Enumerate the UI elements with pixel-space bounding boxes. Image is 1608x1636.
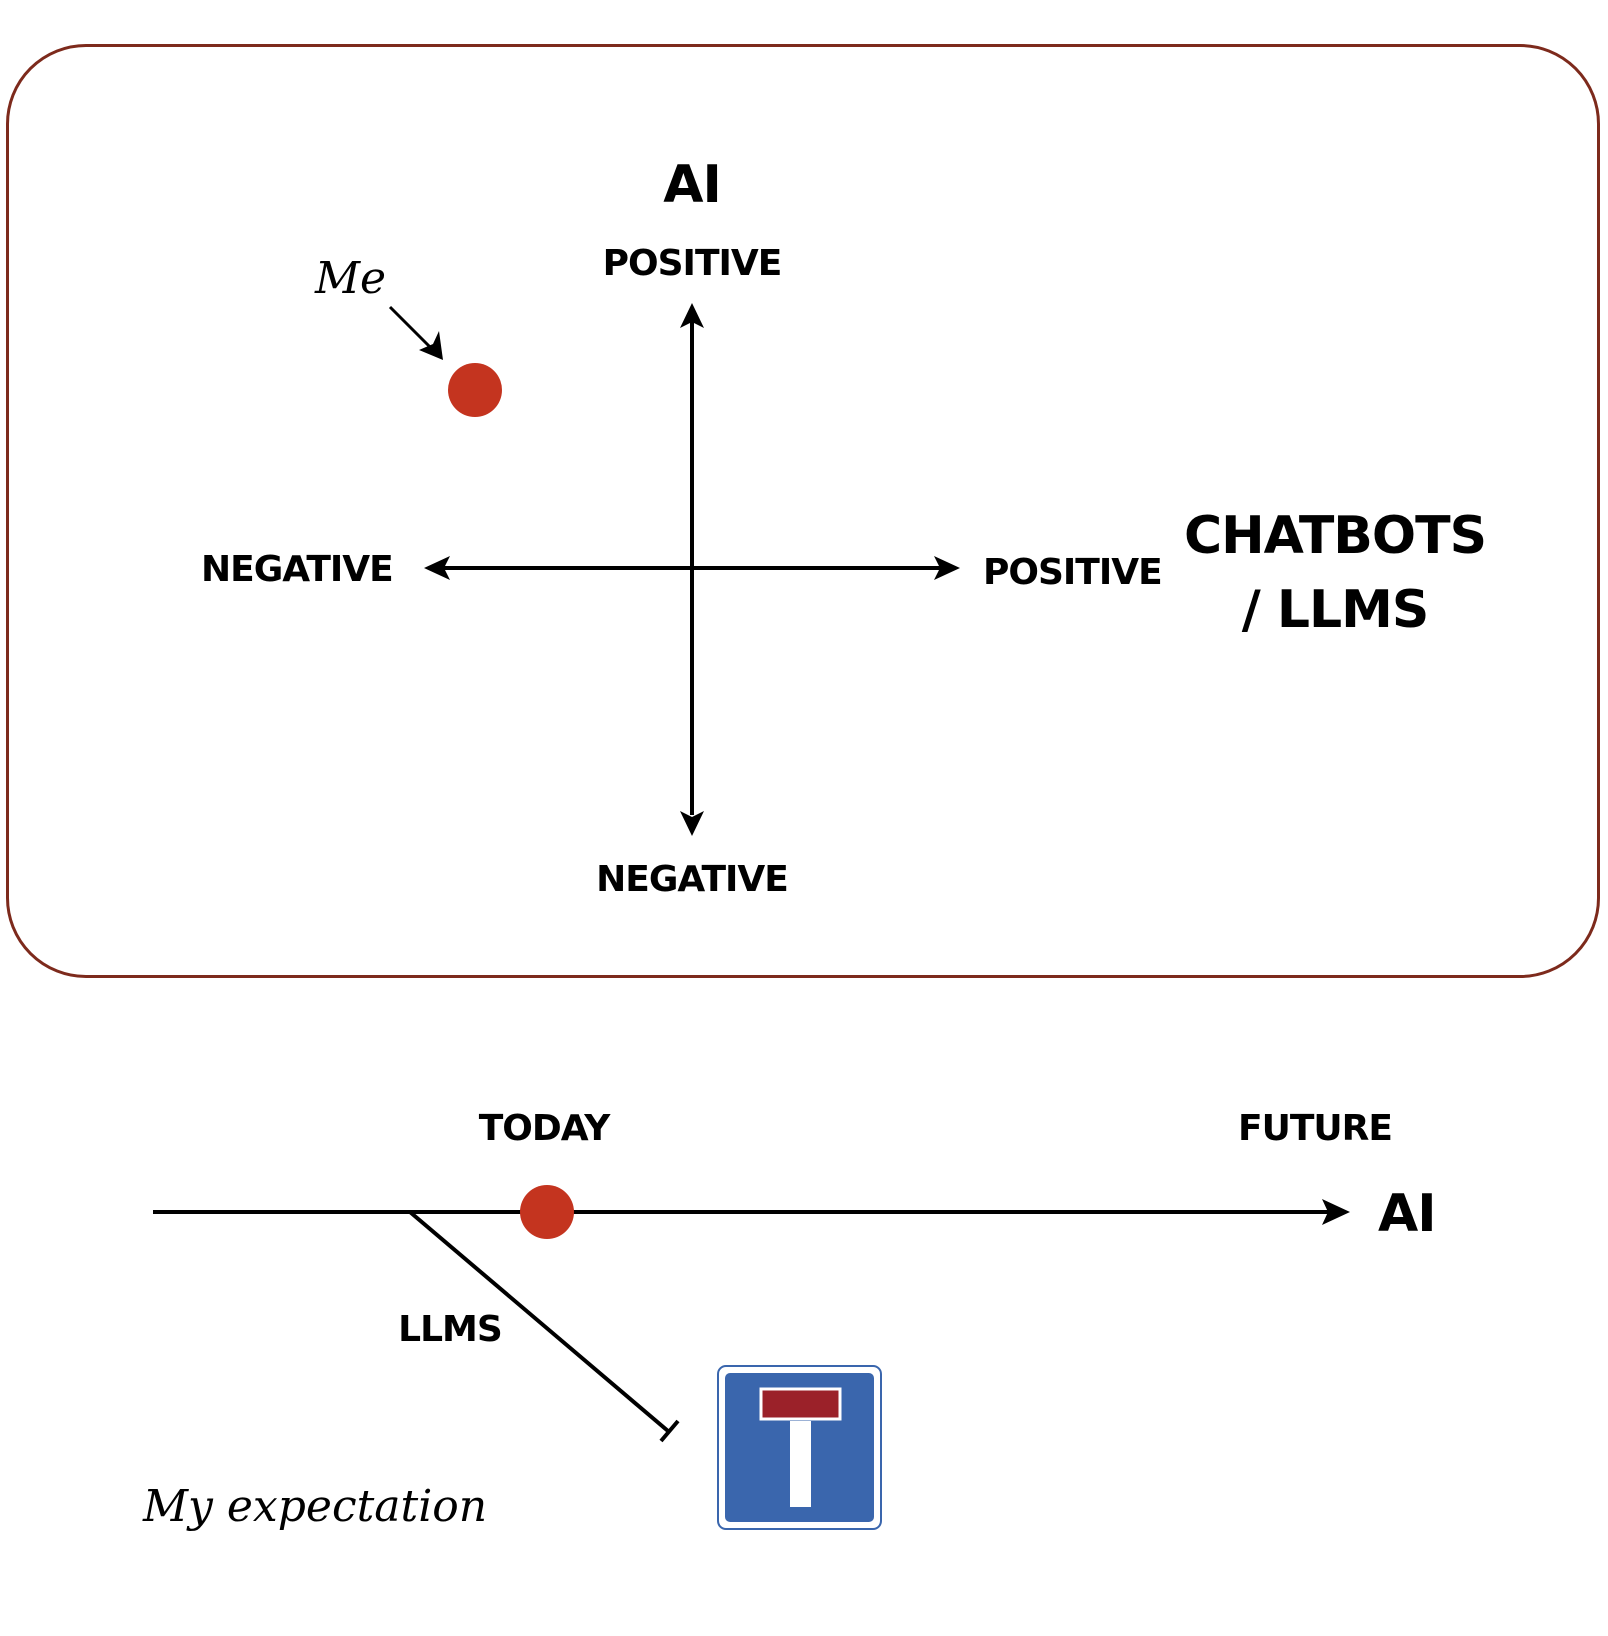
llm-branch-line (408, 1210, 680, 1443)
quadrant-title: AI (663, 155, 722, 215)
me-label: Me (315, 253, 387, 304)
y-axis-positive-label: POSITIVE (602, 243, 783, 284)
axis-arrow-up-icon (680, 303, 704, 328)
future-label: FUTURE (1238, 1108, 1393, 1149)
timeline-end-label: AI (1378, 1184, 1437, 1244)
axis-arrow-right-icon (934, 556, 960, 580)
axis-arrow-down-icon (680, 811, 704, 836)
horizontal-axis (424, 556, 960, 580)
timeline-axis (153, 1199, 1350, 1225)
caption: My expectation (143, 1481, 488, 1532)
y-axis-negative-label: NEGATIVE (596, 859, 789, 900)
me-marker (448, 363, 502, 417)
axis-arrow-left-icon (424, 556, 450, 580)
x-axis-positive-label: POSITIVE (983, 552, 1163, 593)
dead-end-sign-icon (717, 1365, 882, 1530)
branch-end-cap (659, 1419, 680, 1443)
x-axis-title-line1: CHATBOTS (1183, 506, 1487, 566)
quadrant-panel (6, 44, 1600, 978)
x-axis-negative-label: NEGATIVE (201, 549, 394, 590)
llm-branch-label: LLMS (398, 1309, 503, 1350)
me-pointer-arrow (388, 305, 443, 360)
timeline-arrow-icon (1322, 1199, 1350, 1225)
x-axis-title-line2: / LLMS (1241, 580, 1430, 640)
today-marker (520, 1185, 574, 1239)
today-label: TODAY (478, 1108, 611, 1149)
